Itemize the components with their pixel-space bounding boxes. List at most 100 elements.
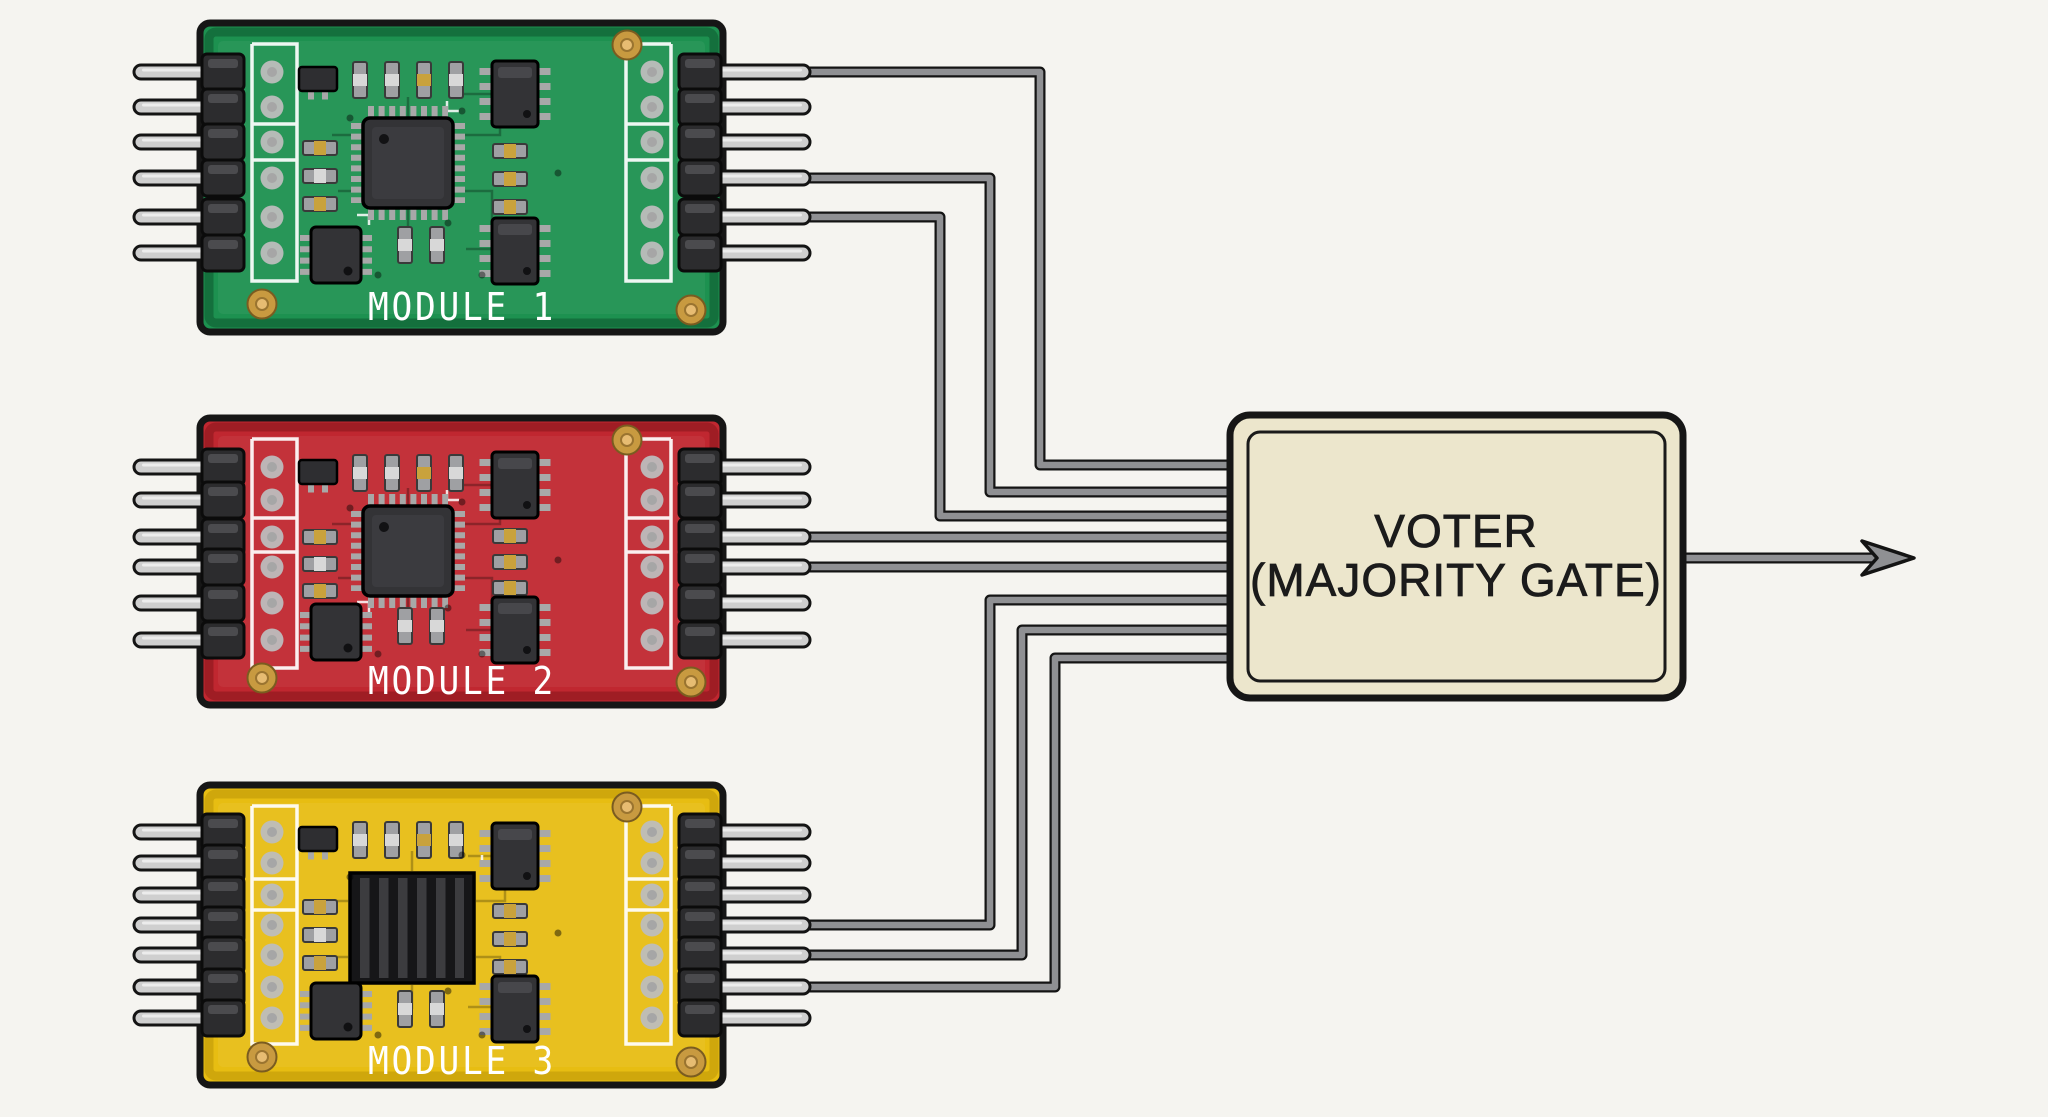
soic-chip	[486, 61, 544, 127]
output-arrowhead-icon	[1860, 539, 1916, 577]
solder-pad	[260, 883, 284, 907]
header-block	[677, 583, 723, 623]
module-2: MODULE 2	[132, 414, 812, 709]
mounting-hole	[675, 1046, 707, 1078]
solder-pad	[260, 913, 284, 937]
wire-cores	[806, 68, 1898, 991]
passive-component	[492, 199, 528, 215]
voter-body	[1226, 411, 1687, 702]
passive-component	[302, 168, 338, 184]
solder-pad	[260, 95, 284, 119]
solder-pad	[640, 95, 664, 119]
passive-component	[352, 61, 368, 99]
vias	[346, 851, 562, 1039]
passive-component	[448, 61, 464, 99]
passive-component	[429, 226, 445, 264]
solder-pad	[640, 555, 664, 579]
module-3-label: MODULE 3	[368, 1039, 556, 1083]
solder-pad	[640, 1006, 664, 1030]
passive-component	[384, 61, 400, 99]
passive-component	[416, 454, 432, 492]
vias	[346, 498, 562, 658]
solder-pad	[260, 166, 284, 190]
passive-component	[429, 990, 445, 1028]
header-block	[677, 158, 723, 198]
solder-pad	[640, 241, 664, 265]
solder-pad	[260, 1006, 284, 1030]
passive-component	[492, 171, 528, 187]
header-block	[200, 122, 246, 162]
header-block	[677, 197, 723, 237]
solder-pad	[640, 820, 664, 844]
passive-component	[416, 821, 432, 859]
passive-component	[448, 454, 464, 492]
solder-pad	[640, 628, 664, 652]
qfn-chip	[305, 604, 367, 660]
solder-pad	[640, 913, 664, 937]
voter-label-line2: (MAJORITY GATE)	[1250, 554, 1662, 606]
wire-module1-input3	[806, 213, 1232, 520]
solder-pad	[640, 488, 664, 512]
passive-component	[492, 959, 528, 975]
module-1-label: MODULE 1	[368, 285, 556, 329]
mounting-hole	[611, 424, 643, 456]
wire-module3-input2	[806, 626, 1232, 959]
passive-component	[397, 990, 413, 1028]
passive-component	[302, 955, 338, 971]
passive-component	[492, 580, 528, 596]
voter-inner-border	[1246, 430, 1667, 683]
header-block	[200, 998, 246, 1038]
header-block	[200, 547, 246, 587]
solder-pad	[260, 488, 284, 512]
solder-pad	[260, 555, 284, 579]
header-block	[677, 547, 723, 587]
qfp-chip	[357, 500, 459, 602]
header-block	[677, 87, 723, 127]
voter-box: VOTER (MAJORITY GATE)	[1226, 411, 1687, 702]
header-block	[677, 480, 723, 520]
solder-pad	[260, 60, 284, 84]
header-block	[200, 233, 246, 273]
wire-module3-input3	[806, 654, 1232, 991]
header-block	[200, 447, 246, 487]
passive-component	[397, 607, 413, 645]
header-block	[677, 998, 723, 1038]
mounting-hole	[675, 294, 707, 326]
solder-pad	[260, 975, 284, 999]
header-block	[200, 87, 246, 127]
solder-pad	[640, 975, 664, 999]
header-block	[200, 480, 246, 520]
solder-pad	[260, 525, 284, 549]
passive-component	[492, 931, 528, 947]
passive-component	[416, 61, 432, 99]
header-block	[200, 197, 246, 237]
wire-module1-input2	[806, 174, 1232, 496]
soic-chip	[486, 823, 544, 889]
transistor	[299, 460, 337, 488]
wire-module1-input1	[806, 68, 1232, 469]
solder-pad	[640, 130, 664, 154]
qfn-chip	[305, 983, 367, 1039]
voter-label-line1: VOTER	[1374, 505, 1537, 557]
header-block	[677, 233, 723, 273]
module-2-label: MODULE 2	[368, 659, 556, 703]
heatsink	[350, 873, 474, 983]
passive-component	[302, 556, 338, 572]
soic-chip	[486, 597, 544, 663]
passive-component	[429, 607, 445, 645]
mounting-hole	[611, 29, 643, 61]
solder-pad	[260, 820, 284, 844]
soic-chip	[486, 452, 544, 518]
solder-pad	[260, 851, 284, 875]
silkscreen-bracket-left	[250, 804, 299, 1046]
header-block	[200, 620, 246, 660]
vias	[346, 107, 562, 279]
mounting-hole	[246, 662, 278, 694]
mounting-hole	[246, 1041, 278, 1073]
passive-component	[302, 529, 338, 545]
passive-component	[492, 143, 528, 159]
solder-pad	[260, 943, 284, 967]
passive-component	[492, 528, 528, 544]
